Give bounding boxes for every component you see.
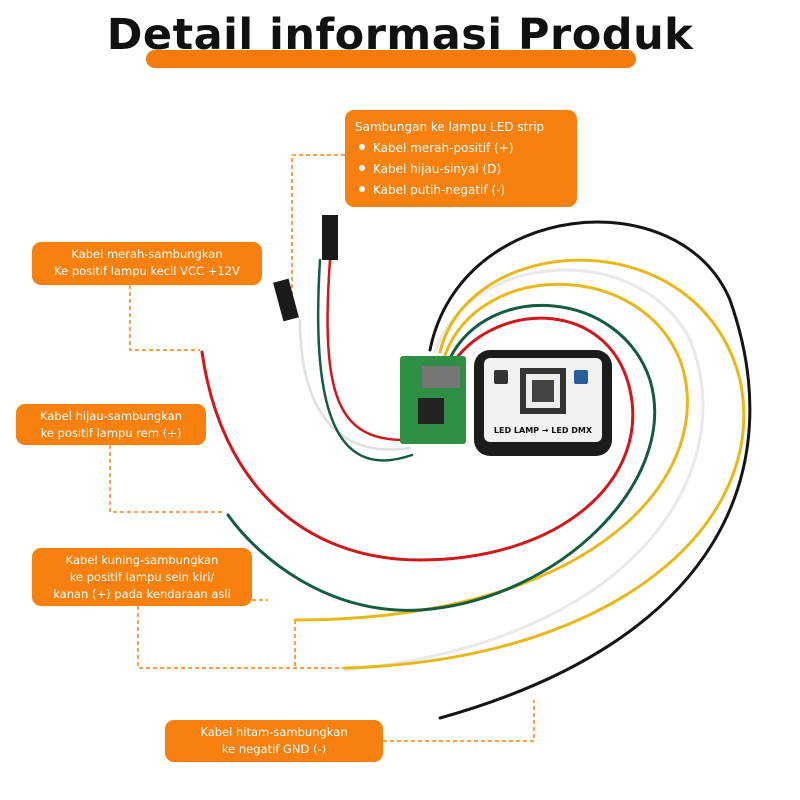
callout-line: ke negatif GND (-) [221,742,327,756]
red-wire [200,316,635,562]
black-wire [428,220,752,720]
white-wire [343,268,705,672]
list-item: Kabel hijau-sinyal (D) [355,159,567,180]
led-white-wire [298,318,412,451]
pcb-chip [418,398,444,424]
callout-red-wire: Kabel merah-sambungkan Ke positif lampu … [32,242,262,285]
page-title: Detail informasi Produk [106,10,694,60]
callout-line: ke positif lampu rem (+) [40,426,182,440]
callout-line: Ke positif lampu kecil VCC +12V [54,264,240,278]
callout-line: ke positif lampu sein kiri/ [69,570,215,584]
callout-line: Kabel hijau-sambungkan [40,409,182,423]
pcb-header [422,366,460,388]
callout-line: kanan (+) pada kendaraan asli [53,587,231,601]
green-wire [226,303,657,612]
callout-led-strip: Sambungan ke lampu LED strip Kabel merah… [345,110,577,207]
callout-line: Kabel hitam-sambungkan [200,725,348,739]
title-underline [146,50,636,68]
device-label: LED LAMP → LED DMX [494,426,593,435]
callout-list: Kabel merah-positif (+) Kabel hijau-siny… [355,138,567,201]
callout-line: Kabel kuning-sambungkan [65,553,219,567]
list-item: Kabel putih-negatif (-) [355,180,567,201]
led-green-wire [316,258,414,462]
list-item: Kabel merah-positif (+) [355,138,567,159]
connector-left [273,278,299,322]
led-red-wire [326,258,407,442]
connector-top [322,215,338,260]
qr-code-center [532,380,554,402]
callout-line: Kabel merah-sambungkan [71,247,223,261]
app-icon [574,370,588,384]
callout-black-wire: Kabel hitam-sambungkan ke negatif GND (-… [165,720,383,762]
callout-yellow-wire: Kabel kuning-sambungkan ke positif lampu… [32,548,252,606]
callout-green-wire: Kabel hijau-sambungkan ke positif lampu … [16,404,206,445]
callout-heading: Sambungan ke lampu LED strip [355,120,545,134]
leader-lines [109,154,535,742]
bulb-icon [494,370,508,384]
yellow-wire-outer [343,258,746,670]
